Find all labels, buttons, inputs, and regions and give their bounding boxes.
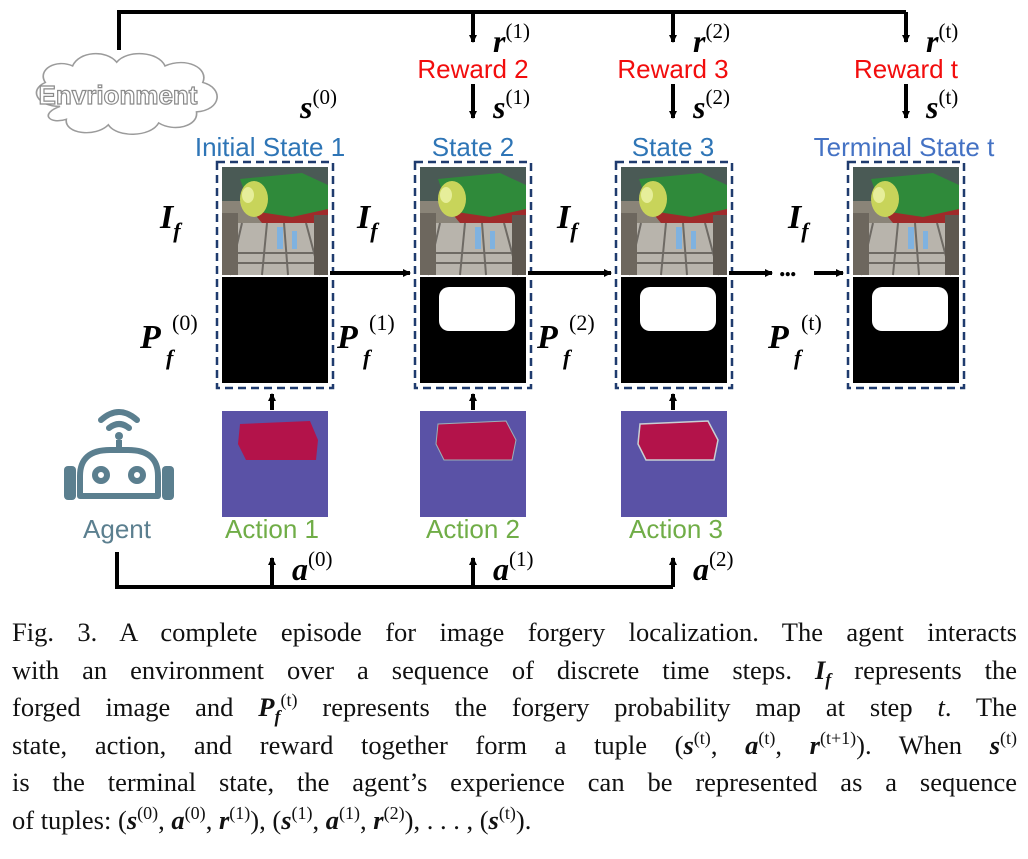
svg-text:f: f (363, 345, 373, 370)
svg-text:(2): (2) (569, 310, 595, 335)
reward-r-var: r(1) (493, 19, 530, 59)
svg-text:(0): (0) (172, 310, 198, 335)
state-label: State 2 (432, 132, 514, 162)
reward-to-state-arrows (469, 84, 910, 119)
reward-r-var: r(2) (693, 19, 730, 59)
reward-label: Reward 3 (617, 54, 728, 84)
state-box (413, 160, 533, 390)
state-box (614, 160, 734, 390)
caption-line: is the terminal state, the agent’s exper… (12, 767, 1017, 797)
action-a-var: a(0) (292, 547, 333, 587)
action-label: Action 1 (225, 514, 319, 544)
image-var: If (556, 199, 580, 243)
state-s-var: s(2) (692, 85, 730, 125)
reward-r-vars: r(1) r(2) r(t) (493, 19, 958, 59)
caption-line: with an environment over a sequence of d… (12, 654, 1018, 689)
action-image (222, 411, 328, 517)
prob-map-var: P f (1) (336, 310, 395, 370)
svg-text:f: f (563, 345, 573, 370)
image-var: If (159, 199, 183, 243)
state-s-var: s(1) (492, 85, 530, 125)
svg-text:P: P (139, 319, 161, 356)
caption-line: of tuples: (s(0), a(0), r(1)), (s(1), a(… (12, 802, 532, 835)
prob-map-var: P f (t) (767, 310, 822, 370)
figure-caption: Fig. 3. A complete episode for image for… (12, 614, 1017, 839)
environment-label: Envrionment (39, 80, 198, 110)
image-var: If (787, 199, 811, 243)
state-box (846, 160, 966, 390)
agent-label: Agent (83, 514, 152, 544)
state-label: Initial State 1 (195, 132, 345, 162)
reward-r-var: r(t) (926, 19, 958, 59)
caption-line: forged image and Pf(t) represents the fo… (12, 690, 1018, 727)
ellipsis: ... (779, 253, 796, 282)
prob-map-var: P f (0) (139, 310, 198, 370)
prob-map-var: P f (2) (536, 310, 595, 370)
state-label: State 3 (632, 132, 714, 162)
svg-text:P: P (767, 319, 789, 356)
robot-agent-icon (64, 409, 174, 500)
state-box (215, 160, 335, 390)
svg-text:f: f (166, 345, 176, 370)
svg-text:(t): (t) (801, 310, 822, 335)
action-a-var: a(2) (693, 547, 734, 587)
action-image (420, 411, 526, 517)
caption-line: state, action, and reward together form … (12, 727, 1018, 760)
caption-line: Fig. 3. A complete episode for image for… (12, 617, 1017, 647)
image-var: If (356, 199, 380, 243)
svg-text:f: f (794, 345, 804, 370)
reward-label: Reward 2 (417, 54, 528, 84)
episode-diagram: Envrionment r(1) r(2) r(t) Reward 2 Rewa… (35, 10, 995, 589)
action-image (621, 411, 727, 517)
state-label: Terminal State t (814, 132, 995, 162)
action-label: Action 3 (629, 514, 723, 544)
svg-text:(1): (1) (369, 310, 395, 335)
action-label: Action 2 (426, 514, 520, 544)
environment-feedback-lines (117, 10, 910, 50)
reward-label: Reward t (854, 54, 959, 84)
svg-text:P: P (536, 319, 558, 356)
action-to-state-arrows (268, 393, 677, 410)
svg-text:P: P (336, 319, 358, 356)
state-s-var: s(t) (925, 85, 958, 125)
action-a-var: a(1) (493, 547, 534, 587)
agent-action-lines (115, 552, 677, 589)
state-s-var: s(0) (299, 85, 337, 125)
